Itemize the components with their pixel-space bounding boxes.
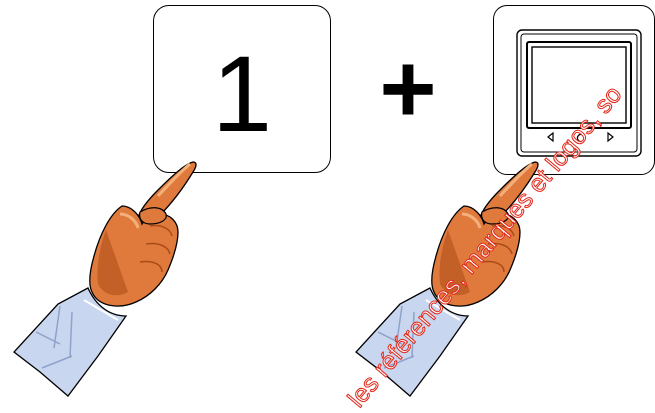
pointing-hand-icon	[14, 162, 196, 396]
